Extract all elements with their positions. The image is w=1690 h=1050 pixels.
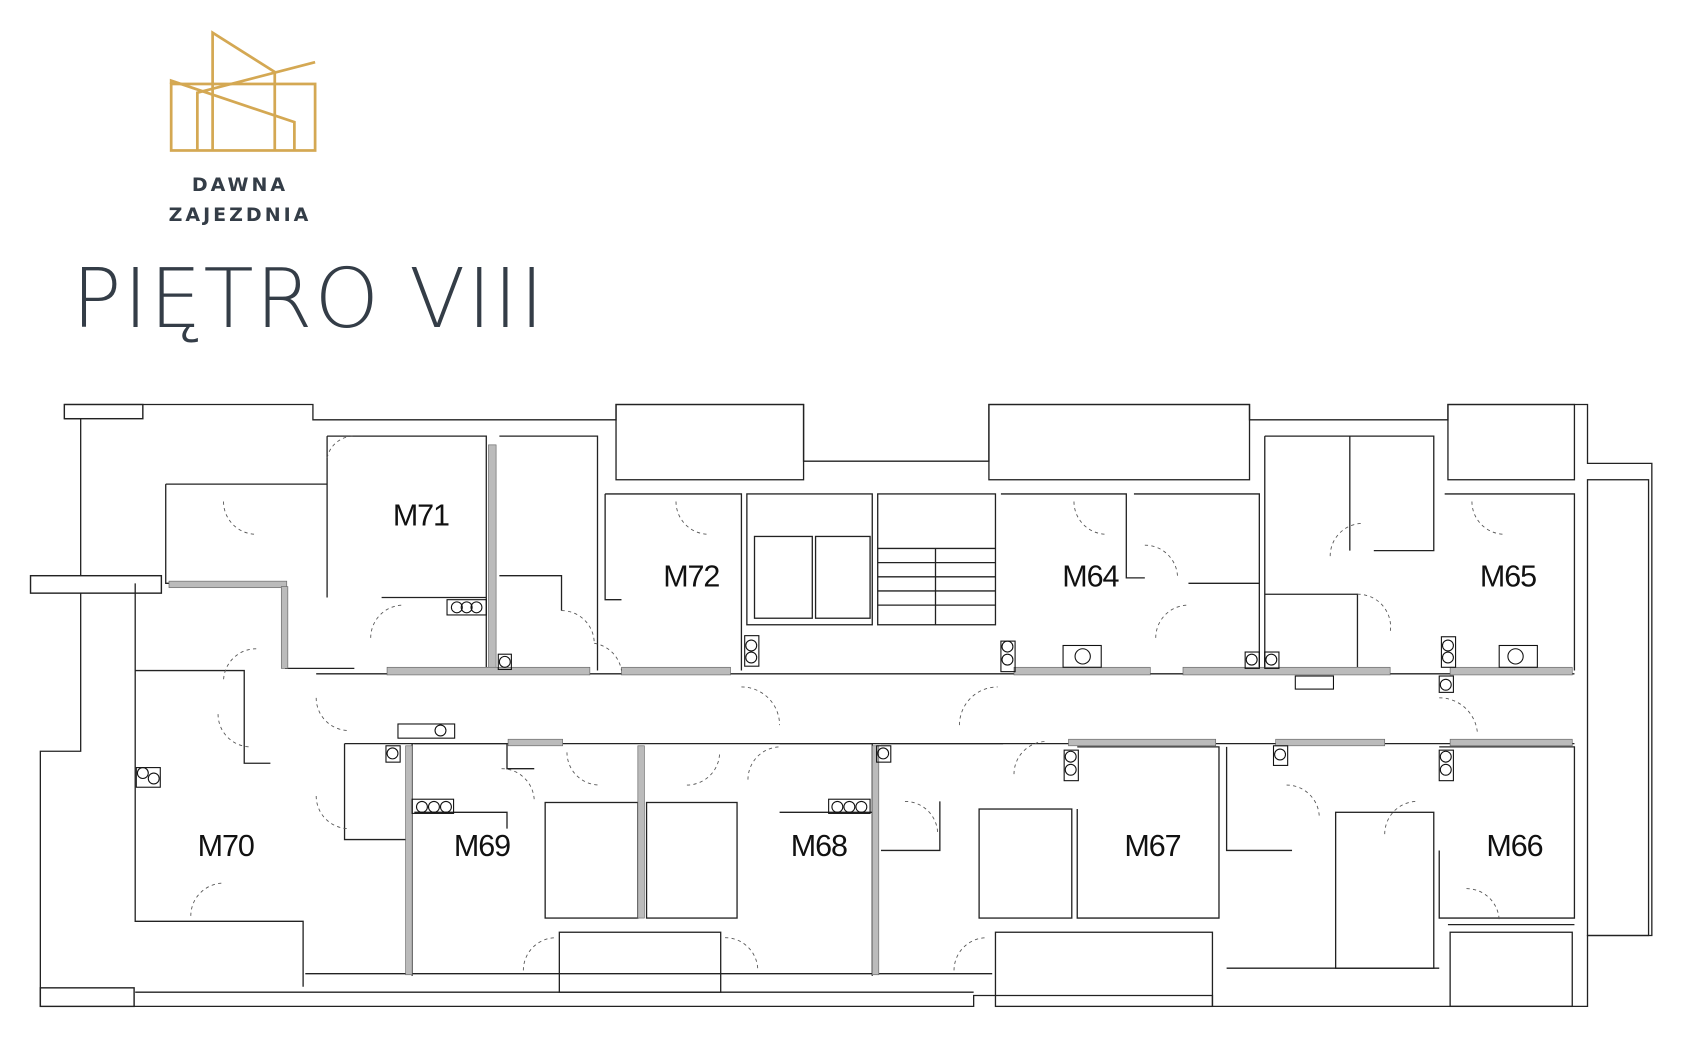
logo-icon — [169, 30, 317, 152]
unit-label-m70[interactable]: M70 — [198, 829, 255, 863]
brand-line-2: ZAJEZDNIA — [168, 204, 312, 226]
building-outline — [29, 403, 1653, 1008]
unit-label-m65[interactable]: M65 — [1480, 560, 1537, 594]
unit-label-m71[interactable]: M71 — [393, 499, 450, 533]
stairs — [877, 547, 996, 625]
unit-label-m64[interactable]: M64 — [1062, 560, 1120, 594]
unit-label-m69[interactable]: M69 — [454, 829, 511, 863]
installation-symbols — [135, 599, 1538, 814]
unit-label-m68[interactable]: M68 — [791, 829, 848, 863]
door-swings — [190, 435, 1505, 971]
unit-label-m66[interactable]: M66 — [1486, 829, 1543, 863]
brand-line-1: DAWNA — [191, 174, 289, 196]
interior-walls — [134, 435, 1576, 987]
brand-name: DAWNA ZAJEZDNIA — [140, 170, 340, 230]
floor-title: PIĘTRO VIII — [72, 252, 546, 347]
hatched-walls — [168, 444, 1573, 976]
unit-label-m72[interactable]: M72 — [663, 560, 720, 594]
unit-label-m67[interactable]: M67 — [1124, 829, 1181, 863]
